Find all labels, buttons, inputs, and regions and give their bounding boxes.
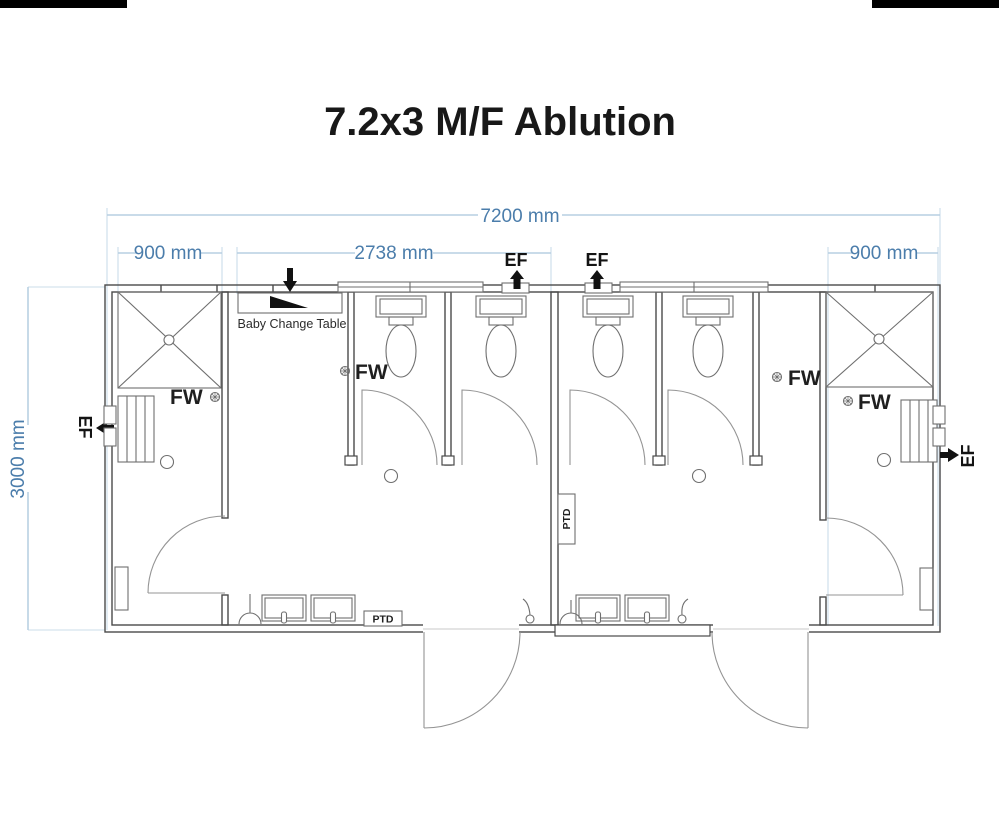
fold-down-wedge-icon xyxy=(270,296,308,308)
sink-3 xyxy=(575,594,621,624)
up-arrow-icon xyxy=(590,270,604,279)
right-shower-room xyxy=(825,291,946,611)
right-arrow-icon xyxy=(948,448,959,462)
shower-drain xyxy=(873,333,885,345)
stall-door-3 xyxy=(569,389,646,466)
outer-wall xyxy=(104,284,941,633)
dimension-text-900-right: 900 mm xyxy=(850,243,919,264)
exhaust-fan-right: EF xyxy=(940,444,978,468)
central-dividing-wall xyxy=(550,291,559,626)
sink-1 xyxy=(261,594,307,624)
dimension-text-2738: 2738 mm xyxy=(354,243,433,264)
ptd-label: PTD xyxy=(561,508,573,529)
exhaust-fan-top-2: EF xyxy=(585,250,609,289)
hose-tap-left xyxy=(522,598,535,624)
dimension-overall-depth: 3000 mm xyxy=(8,286,105,631)
floor-waste-4: FW xyxy=(842,391,891,414)
sink-2 xyxy=(310,594,356,624)
shower-tray xyxy=(117,291,222,389)
exhaust-fan-top-1: EF xyxy=(504,250,528,289)
sink-4 xyxy=(624,594,670,624)
hose-tap-right xyxy=(677,598,689,624)
dimension-text-7200: 7200 mm xyxy=(480,206,559,227)
stall-door-2 xyxy=(461,389,538,466)
shower-drain xyxy=(163,334,175,346)
dimension-cubicle-zone: 2738 mm xyxy=(236,243,552,300)
drinking-fountain-left xyxy=(238,594,262,625)
toilet-4 xyxy=(682,295,734,378)
inner-wall-line xyxy=(111,291,934,626)
floor-waste-2: FW xyxy=(339,361,388,384)
down-arrow-icon xyxy=(283,281,297,292)
toilet-2 xyxy=(475,295,527,378)
wall-fixture-right xyxy=(919,567,934,611)
baby-change-table: Baby Change Table xyxy=(237,292,347,331)
dimension-right-shower: 900 mm xyxy=(827,243,939,626)
toilet-3 xyxy=(582,295,634,378)
left-shower-room xyxy=(103,291,226,611)
floor-drain xyxy=(383,468,399,484)
right-entrance-door xyxy=(711,631,809,729)
right-room-door xyxy=(825,517,904,596)
fw-label: FW xyxy=(858,391,891,414)
floor-drain xyxy=(691,468,707,484)
dimension-left-shower: 900 mm xyxy=(117,243,223,294)
stall-partition-3 xyxy=(655,291,663,466)
fw-label: FW xyxy=(170,386,203,409)
floor-drain xyxy=(876,452,892,468)
ef-label: EF xyxy=(585,250,608,270)
stall-partition-1 xyxy=(347,291,355,466)
left-shower-partition xyxy=(221,291,229,519)
left-room-door xyxy=(147,515,226,594)
stall-partition-2 xyxy=(444,291,452,466)
screen-edge-artifact-right xyxy=(872,0,999,8)
stall-door-4 xyxy=(667,389,744,466)
right-shower-partition xyxy=(819,291,827,521)
wall-panel-joints xyxy=(160,285,876,292)
supply-air-arrow xyxy=(283,268,297,292)
up-arrow-icon xyxy=(510,270,524,279)
floor-drain xyxy=(159,454,175,470)
screen-edge-artifact-left xyxy=(0,0,127,8)
fw-label: FW xyxy=(355,361,388,384)
baby-change-table-label: Baby Change Table xyxy=(238,317,347,331)
entrance-landing xyxy=(554,624,711,637)
fw-label: FW xyxy=(788,367,821,390)
ef-label: EF xyxy=(504,250,527,270)
floor-waste-1: FW xyxy=(170,386,221,409)
right-shower-partition-stub xyxy=(819,596,827,626)
left-entrance-door xyxy=(423,631,521,729)
wall-fixture-left xyxy=(114,566,129,611)
ptd-label: PTD xyxy=(373,614,394,626)
floor-waste-3: FW xyxy=(771,367,821,390)
stall-partition-4 xyxy=(752,291,760,466)
page-title: 7.2x3 M/F Ablution xyxy=(324,100,676,144)
left-shower-partition-stub xyxy=(221,594,229,626)
ef-label: EF xyxy=(958,444,978,467)
paper-towel-dispenser-left: PTD xyxy=(363,610,403,627)
shower-tray xyxy=(825,291,934,388)
building-shell xyxy=(104,284,941,637)
drinking-fountain-right xyxy=(559,600,583,625)
dimension-text-900-left: 900 mm xyxy=(134,243,203,264)
ef-label: EF xyxy=(75,415,95,438)
paper-towel-dispenser-right: PTD xyxy=(557,493,576,545)
stall-door-1 xyxy=(361,389,438,466)
dimension-text-3000: 3000 mm xyxy=(8,419,29,498)
